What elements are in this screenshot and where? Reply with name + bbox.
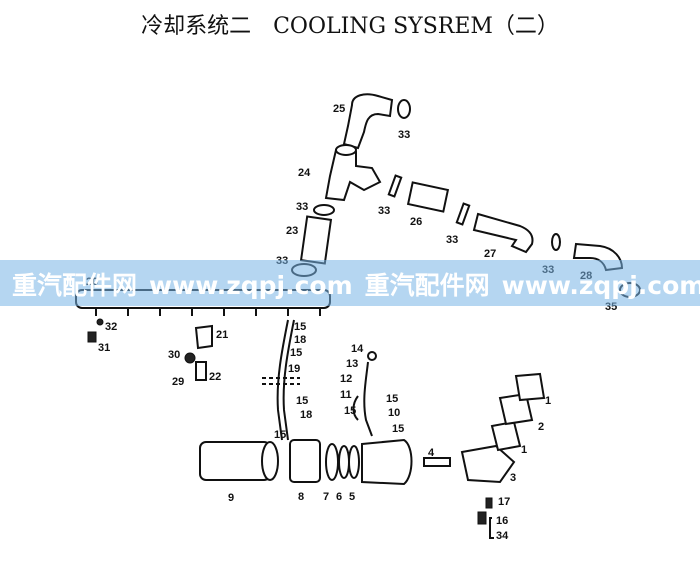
callout-11: 11 (340, 389, 352, 401)
callout-15: 15 (386, 393, 398, 405)
part-22-clip (195, 361, 207, 381)
part-33-clamp-c (551, 233, 561, 251)
callout-18: 18 (294, 334, 306, 346)
part-33-clamp (397, 99, 411, 119)
bracket-16-34 (489, 517, 494, 539)
part-14-fitting (367, 351, 377, 361)
callout-16: 16 (496, 515, 508, 527)
part-24-y-junction (324, 148, 382, 202)
pump-body (361, 438, 413, 486)
part-30-washer (184, 352, 196, 364)
callout-30: 30 (168, 349, 180, 361)
part-31-bolt (87, 331, 97, 343)
callout-29: 29 (172, 376, 184, 388)
callout-23: 23 (286, 225, 298, 237)
callout-8: 8 (298, 491, 304, 503)
part-27-pipe (472, 212, 534, 254)
part-33-sleeve-b (455, 202, 471, 226)
callout-6: 6 (336, 491, 342, 503)
callout-15: 15 (294, 321, 306, 333)
callout-15: 15 (274, 429, 286, 441)
part-16-bolt (477, 511, 487, 525)
callout-3: 3 (510, 472, 516, 484)
part-1-gasket-b (490, 420, 522, 452)
callout-2: 2 (538, 421, 544, 433)
callout-33: 33 (398, 129, 410, 141)
callout-25: 25 (333, 103, 345, 115)
part-1-gasket-a (514, 372, 546, 402)
part-5-seal (348, 445, 360, 479)
callout-26: 26 (410, 216, 422, 228)
part-11-hose (352, 395, 359, 421)
callout-21: 21 (216, 329, 228, 341)
callout-32: 32 (105, 321, 117, 333)
callout-12: 12 (340, 373, 352, 385)
callout-14: 14 (351, 343, 364, 355)
callout-15: 15 (296, 395, 308, 407)
wm-domain-repeat: www.zqpj.com (501, 271, 700, 300)
callout-1: 1 (545, 395, 551, 407)
diagram-title: 冷却系统二 COOLING SYSREM（二） (0, 8, 700, 40)
callout-22: 22 (209, 371, 221, 383)
wm-domain: www.zqpj.com (149, 271, 353, 300)
part-3-pump-head (460, 444, 516, 484)
callout-18: 18 (300, 409, 312, 421)
callout-15: 15 (392, 423, 404, 435)
callout-24: 24 (298, 167, 311, 179)
part-21-bracket (194, 324, 213, 350)
wm-site-name: 重汽配件网 (12, 271, 138, 300)
callout-31: 31 (98, 342, 110, 354)
hose-inner (282, 319, 295, 441)
part-33-sleeve (387, 174, 403, 198)
part-4-shaft (423, 457, 451, 467)
wm-site-name-repeat: 重汽配件网 (364, 271, 490, 300)
part-32-plug (96, 318, 104, 326)
callout-19: 19 (288, 363, 300, 375)
callout-4: 4 (428, 447, 435, 459)
callout-9: 9 (228, 492, 234, 504)
part-10-hose (363, 361, 373, 437)
callout-5: 5 (349, 491, 355, 503)
part-2-cover (498, 392, 534, 426)
part-33-clamp-d (313, 204, 335, 216)
watermark-text: 重汽配件网 www.zqpj.com 重汽配件网 www.zqpj.com (0, 266, 700, 302)
callout-33: 33 (446, 234, 458, 246)
part-25-elbow-hose (342, 93, 394, 150)
callout-33: 33 (296, 201, 308, 213)
callout-34: 34 (496, 530, 509, 542)
callout-27: 27 (484, 248, 496, 260)
title-chinese: 冷却系统二 (141, 14, 252, 39)
title-english: COOLING SYSREM（二） (273, 14, 559, 39)
part-7-seal (325, 443, 339, 481)
part-9-filter (199, 441, 271, 481)
part-26-pipe (406, 181, 450, 213)
callout-15: 15 (344, 405, 356, 417)
callout-1: 1 (521, 444, 527, 456)
callout-17: 17 (498, 496, 510, 508)
callout-10: 10 (388, 407, 400, 419)
part-17-bolt (485, 497, 493, 509)
watermark-band (0, 260, 700, 306)
part-9-filter-end (261, 441, 279, 481)
part-8-housing (289, 439, 321, 483)
callout-7: 7 (323, 491, 329, 503)
callout-15: 15 (290, 347, 302, 359)
part-6-seal (338, 445, 350, 479)
part-23-sleeve (299, 215, 333, 265)
part-33-clamp-b (335, 144, 357, 156)
manifold-bolts (95, 308, 321, 316)
callout-33: 33 (378, 205, 390, 217)
callout-13: 13 (346, 358, 358, 370)
part-19-hose (276, 319, 289, 441)
